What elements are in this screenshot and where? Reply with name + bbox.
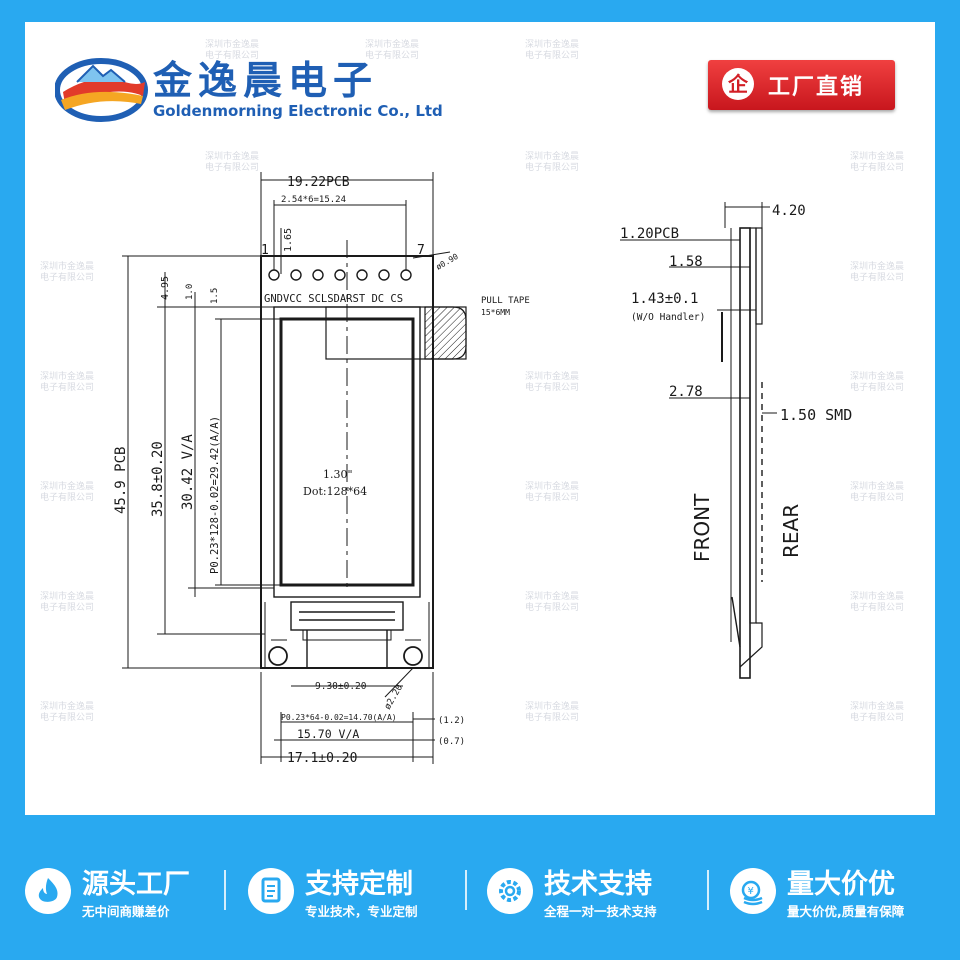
feature-title: 量大价优 — [787, 869, 895, 900]
front-label: FRONT — [690, 493, 714, 562]
fpc-width-label: 9.30±0.20 — [315, 681, 367, 692]
svg-text:¥: ¥ — [748, 886, 754, 897]
fpc-tail — [302, 629, 392, 641]
front-view: 19.22PCB 2.54*6=15.24 1 7 1.65 ø0.90 GND… — [113, 172, 530, 766]
fpc-connector — [290, 601, 404, 631]
pull-tape-tab — [424, 306, 467, 360]
dim-top-label: 4.95 — [160, 276, 171, 300]
separator — [465, 870, 467, 910]
watermark: 深圳市金逸晨电子有限公司 — [205, 40, 260, 61]
watermark: 深圳市金逸晨电子有限公司 — [850, 592, 905, 613]
coins-icon: ¥ — [730, 868, 776, 914]
feature-subtitle: 专业技术，专业定制 — [305, 904, 418, 919]
feature-bar: 源头工厂 无中间商赚差价 支持定制 专业技术，专业定制 技术支持 全程一对一技术… — [0, 815, 960, 960]
separator — [707, 870, 709, 910]
watermark: 深圳市金逸晨电子有限公司 — [850, 372, 905, 393]
watermark: 深圳市金逸晨电子有限公司 — [40, 372, 95, 393]
drawing-sheet: 深圳市金逸晨电子有限公司 深圳市金逸晨电子有限公司 深圳市金逸晨电子有限公司 深… — [25, 22, 935, 815]
va-height-label: 30.42 V/A — [180, 434, 196, 510]
watermark: 深圳市金逸晨电子有限公司 — [850, 482, 905, 503]
pin-holes — [268, 269, 412, 281]
module-side — [755, 227, 763, 325]
module-drawing: 19.22PCB 2.54*6=15.24 1 7 1.65 ø0.90 GND… — [113, 172, 852, 766]
watermark: 深圳市金逸晨电子有限公司 — [40, 702, 95, 723]
feature-subtitle: 全程一对一技术支持 — [544, 904, 657, 919]
dim-aa-gap2-label: 1.5 — [210, 288, 220, 304]
brand-name-en: Goldenmorning Electronic Co., Ltd — [153, 102, 443, 120]
display-size-label: 1.30" — [323, 468, 353, 481]
watermark: 深圳市金逸晨电子有限公司 — [40, 482, 95, 503]
pin-hole-label: ø0.90 — [435, 252, 461, 272]
feature-title: 支持定制 — [305, 869, 413, 900]
brand-name-cn: 金逸晨电子 — [153, 59, 379, 104]
module-thickness-label: 1.43±0.1 — [631, 291, 698, 307]
pin-last-label: 7 — [417, 243, 425, 258]
watermark: 深圳市金逸晨电子有限公司 — [40, 592, 95, 613]
watermark: 深圳市金逸晨电子有限公司 — [850, 152, 905, 173]
separator — [224, 870, 226, 910]
factory-direct-badge: 企 工厂直销 — [708, 60, 895, 110]
module-note-label: (W/O Handler) — [631, 312, 705, 323]
display-dots-label: Dot:128*64 — [303, 485, 367, 498]
dim-278-label: 2.78 — [669, 384, 703, 400]
feature-title: 源头工厂 — [82, 869, 190, 900]
glass-side — [749, 227, 757, 624]
glass-width-label: 17.1±0.20 — [287, 751, 357, 766]
dim-158-label: 1.58 — [669, 254, 703, 270]
pcb-side — [739, 227, 751, 679]
watermark: 深圳市金逸晨电子有限公司 — [525, 592, 580, 613]
pins-label: GNDVCC SCLSDARST DC CS — [264, 293, 403, 305]
watermark: 深圳市金逸晨电子有限公司 — [525, 152, 580, 173]
mountain-logo-icon — [55, 58, 148, 122]
smd-label: 1.50 SMD — [780, 406, 852, 424]
watermark: 深圳市金逸晨电子有限公司 — [525, 372, 580, 393]
factory-direct-label: 工厂直销 — [768, 75, 865, 100]
total-thickness-label: 4.20 — [772, 203, 806, 219]
watermark: 深圳市金逸晨电子有限公司 — [40, 262, 95, 283]
enterprise-icon: 企 — [722, 68, 754, 100]
pull-tape-label: PULL TAPE — [481, 296, 530, 306]
right-gap1-label: (1.2) — [438, 716, 465, 726]
watermark: 深圳市金逸晨电子有限公司 — [365, 40, 420, 61]
rear-label: REAR — [779, 504, 803, 558]
mount-hole-label: ø2.20 — [383, 683, 405, 711]
side-view: 4.20 1.20PCB 1.58 1.43±0.1 (W/O Handler)… — [620, 202, 852, 679]
watermark: 深圳市金逸晨电子有限公司 — [850, 262, 905, 283]
document-icon — [248, 868, 294, 914]
feature-subtitle: 量大价优,质量有保障 — [787, 904, 905, 919]
pcb-height-label: 45.9 PCB — [113, 447, 129, 514]
aa-width-label: P0.23*64-0.02=14.70(A/A) — [281, 713, 397, 722]
pin-offset-label: 1.65 — [283, 228, 294, 252]
pin-first-label: 1 — [261, 243, 269, 258]
pull-tape-size-label: 15*6MM — [481, 308, 510, 317]
watermark: 深圳市金逸晨电子有限公司 — [525, 482, 580, 503]
pcb-width-label: 19.22PCB — [287, 175, 350, 190]
right-gap2-label: (0.7) — [438, 737, 465, 747]
dim-aa-gap-label: 1.0 — [185, 284, 195, 300]
glass-height-label: 35.8±0.20 — [150, 441, 166, 517]
va-width-label: 15.70 V/A — [297, 727, 359, 741]
pcb-thickness-label: 1.20PCB — [620, 226, 679, 242]
watermark: 深圳市金逸晨电子有限公司 — [525, 702, 580, 723]
watermark: 深圳市金逸晨电子有限公司 — [525, 40, 580, 61]
pin-pitch-label: 2.54*6=15.24 — [281, 195, 346, 205]
mount-hole-left — [268, 646, 288, 666]
gear-icon — [487, 868, 533, 914]
feature-subtitle: 无中间商赚差价 — [82, 904, 170, 919]
mount-hole-right — [403, 646, 423, 666]
flame-icon — [25, 868, 71, 914]
watermark: 深圳市金逸晨电子有限公司 — [850, 702, 905, 723]
watermark: 深圳市金逸晨电子有限公司 — [205, 152, 260, 173]
aa-height-label: P0.23*128-0.02=29.42(A/A) — [209, 416, 221, 574]
feature-title: 技术支持 — [544, 869, 652, 900]
